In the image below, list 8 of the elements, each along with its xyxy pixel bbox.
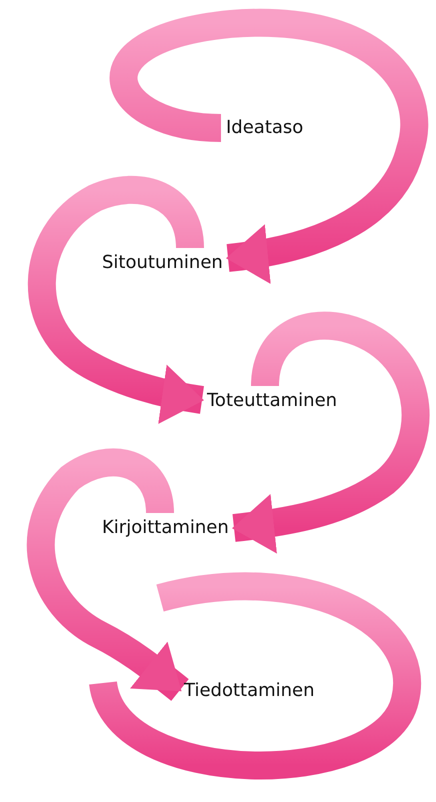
step-label: Tiedottaminen — [180, 677, 319, 705]
step-label: Kirjoittaminen — [98, 514, 233, 542]
curved-arrow — [28, 176, 204, 424]
step-label: Ideataso — [222, 114, 308, 142]
curved-arrow — [232, 312, 430, 554]
curved-arrow — [26, 448, 189, 701]
step-label: Sitoutuminen — [98, 249, 227, 277]
step-label: Toteuttaminen — [203, 387, 342, 415]
